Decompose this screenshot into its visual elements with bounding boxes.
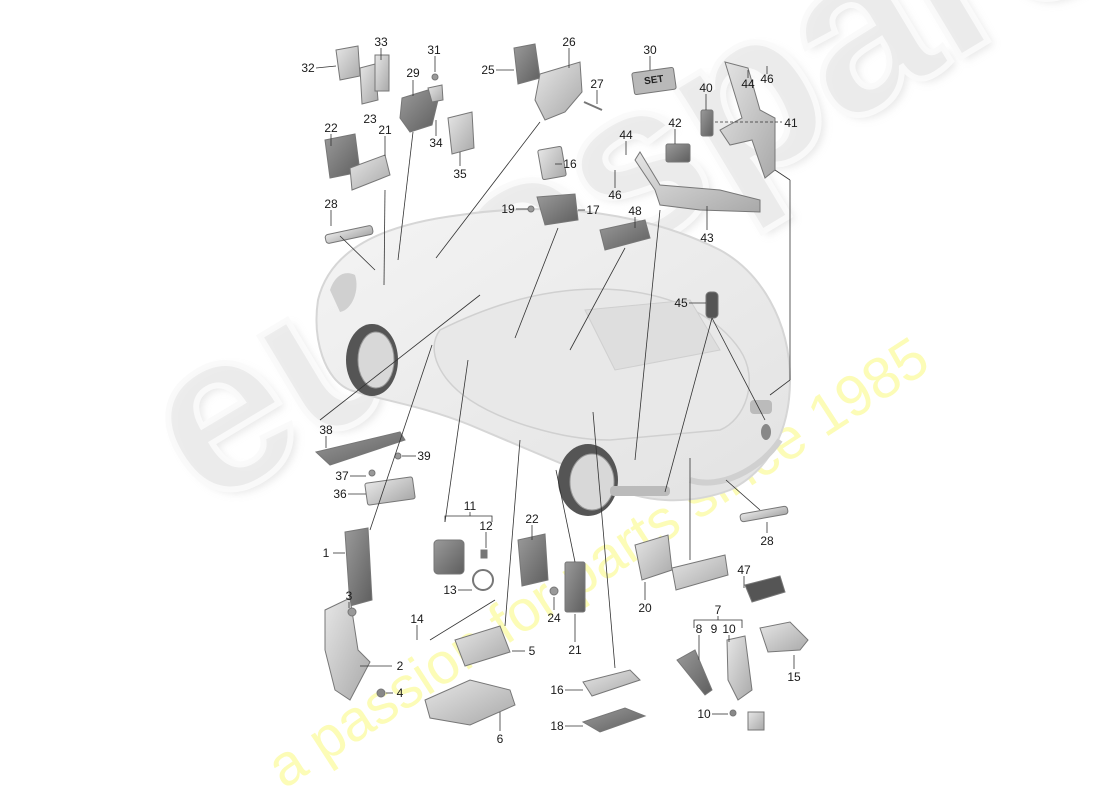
part-label-8: 8 (695, 622, 703, 636)
car-outline (315, 208, 792, 516)
part-label-45: 45 (674, 296, 688, 310)
part-label-28: 28 (760, 534, 774, 548)
part-label-29: 29 (406, 66, 420, 80)
part-label-15: 15 (787, 670, 801, 684)
part-label-32: 32 (301, 61, 315, 75)
part-label-5: 5 (528, 644, 536, 658)
part-label-1: 1 (322, 546, 330, 560)
part-label-2: 2 (396, 659, 404, 673)
part-label-14: 14 (410, 612, 424, 626)
part-label-31: 31 (427, 43, 441, 57)
part-label-44: 44 (619, 128, 633, 142)
part-label-44: 44 (741, 77, 755, 91)
part-label-38: 38 (319, 423, 333, 437)
part-label-27: 27 (590, 77, 604, 91)
part-label-25: 25 (481, 63, 495, 77)
part-label-46: 46 (760, 72, 774, 86)
part-label-33: 33 (374, 35, 388, 49)
part-label-41: 41 (784, 116, 798, 130)
part-label-30: 30 (643, 43, 657, 57)
part-label-47: 47 (737, 563, 751, 577)
part-label-17: 17 (586, 203, 600, 217)
part-label-9: 9 (710, 622, 718, 636)
part-label-36: 36 (333, 487, 347, 501)
part-label-13: 13 (443, 583, 457, 597)
part-label-26: 26 (562, 35, 576, 49)
part-shapes (314, 43, 809, 733)
part-label-4: 4 (396, 686, 404, 700)
part-label-19: 19 (501, 202, 515, 216)
part-label-6: 6 (496, 732, 504, 746)
part-label-37: 37 (335, 469, 349, 483)
part-label-11: 11 (463, 499, 477, 513)
part-label-12: 12 (479, 519, 493, 533)
part-label-18: 18 (550, 719, 564, 733)
part-label-3: 3 (345, 589, 353, 603)
part-label-42: 42 (668, 116, 682, 130)
part-label-21: 21 (378, 123, 392, 137)
leader-lines (315, 48, 795, 731)
part-label-10: 10 (722, 622, 736, 636)
part-label-35: 35 (453, 167, 467, 181)
part-label-43: 43 (700, 231, 714, 245)
part-label-20: 20 (638, 601, 652, 615)
part-label-40: 40 (699, 81, 713, 95)
part-label-34: 34 (429, 136, 443, 150)
part-label-16: 16 (550, 683, 564, 697)
part-label-21: 21 (568, 643, 582, 657)
part-label-23: 23 (363, 112, 377, 126)
part-label-22: 22 (525, 512, 539, 526)
part-label-24: 24 (547, 611, 561, 625)
part-label-7: 7 (714, 603, 722, 617)
part-label-39: 39 (417, 449, 431, 463)
part-label-48: 48 (628, 204, 642, 218)
part-label-28: 28 (324, 197, 338, 211)
part-label-10: 10 (697, 707, 711, 721)
part-label-46: 46 (608, 188, 622, 202)
part-label-22: 22 (324, 121, 338, 135)
part-label-16: 16 (563, 157, 577, 171)
